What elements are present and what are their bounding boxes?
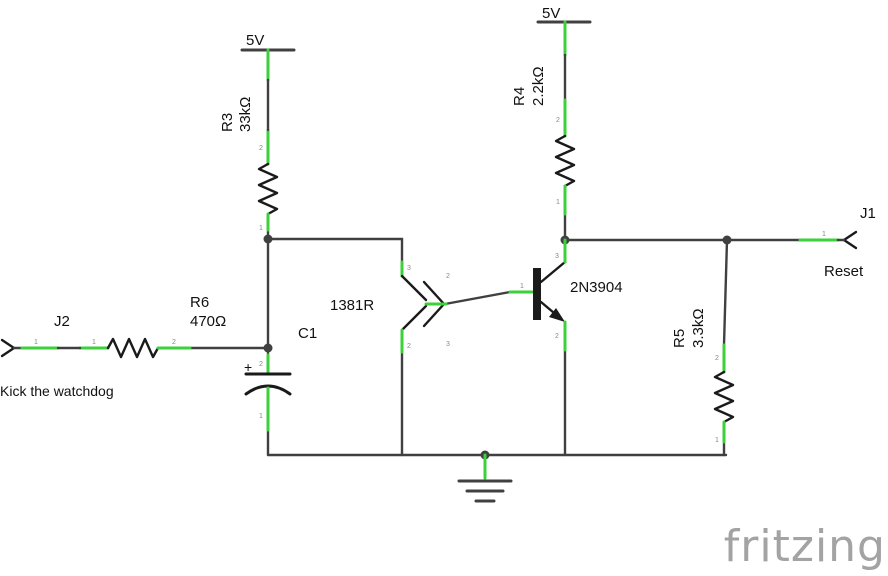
r3-zigzag [257, 162, 279, 216]
j1-desc: Reset [824, 263, 864, 280]
r6-zigzag [106, 337, 160, 359]
c1-pin-1-number: 1 [259, 413, 263, 420]
power-5v-right-label: 5V [542, 5, 560, 22]
c1-plus-sign: + [244, 359, 252, 375]
r5-value: 3.3kΩ [690, 308, 707, 348]
power-5v-right[interactable]: 5V [536, 5, 592, 24]
u-name: 1381R [330, 297, 374, 314]
connector-j2[interactable]: 1 J2 Kick the watchdog [0, 313, 114, 399]
r4-pin-2-number: 2 [556, 117, 560, 124]
q-pin-collector-number: 3 [555, 253, 559, 260]
wire-1381r-base[interactable] [443, 290, 512, 306]
r5-name: R5 [671, 329, 688, 348]
q-collector-lead [539, 260, 567, 284]
r4-pin-1-number: 1 [556, 199, 560, 206]
r5-zigzag [713, 370, 735, 424]
r5-pin-2-number: 2 [715, 355, 719, 362]
ground-symbol[interactable] [457, 453, 513, 503]
u-pin-2-number: 2 [407, 343, 411, 350]
j2-desc: Kick the watchdog [0, 383, 114, 399]
u-lead-top [400, 274, 428, 302]
r3-name: R3 [219, 113, 236, 132]
r6-pin-1-number: 1 [92, 339, 96, 346]
q-pin-base-number: 1 [520, 283, 524, 290]
r4-name: R4 [511, 87, 528, 106]
q-name: 2N3904 [570, 279, 623, 296]
capacitor-c1[interactable]: 2 1 + C1 [244, 325, 317, 432]
r6-value: 470Ω [190, 313, 226, 330]
r6-pin-2-number: 2 [172, 339, 176, 346]
u-corner-number-bottom: 3 [446, 341, 450, 348]
u-pin-3-number: 3 [407, 265, 411, 272]
j2-arrow [0, 338, 16, 358]
resistor-r5[interactable]: 2 1 R5 3.3kΩ [671, 308, 735, 444]
j1-pin-1-number: 1 [822, 231, 826, 238]
power-5v-left[interactable]: 5V [240, 32, 296, 52]
wire-r5-reset[interactable] [722, 238, 729, 347]
r4-value: 2.2kΩ [530, 66, 547, 106]
r3-pin-1-number: 1 [259, 225, 263, 232]
r6-name: R6 [190, 294, 209, 311]
wire-r6-c1[interactable] [188, 346, 270, 357]
c1-name: C1 [298, 325, 317, 342]
power-5v-left-label: 5V [246, 32, 264, 49]
transistor-2n3904[interactable]: 1 3 2 2N3904 [508, 238, 623, 352]
j1-arrow [842, 230, 858, 250]
u-corner-number-top: 2 [446, 273, 450, 280]
j2-pin-1-number: 1 [34, 339, 38, 346]
r3-pin-2-number: 2 [259, 145, 263, 152]
resistor-r3[interactable]: 2 1 R3 33kΩ [219, 48, 279, 232]
fritzing-logo: fritzing [723, 521, 886, 572]
j1-name: J1 [860, 205, 876, 222]
wire-r3-1381r[interactable] [266, 226, 404, 264]
c1-pin-2-number: 2 [259, 361, 263, 368]
wires [188, 212, 802, 480]
j2-name: J2 [54, 313, 70, 330]
r4-zigzag [554, 134, 576, 188]
connector-j1[interactable]: 1 J1 Reset [798, 205, 876, 280]
junction-reset [722, 235, 732, 245]
resistor-r4[interactable]: 2 1 R4 2.2kΩ [511, 20, 576, 216]
u-lead-bottom [400, 304, 428, 332]
r3-value: 33kΩ [237, 97, 254, 132]
junction-r3 [263, 234, 273, 244]
q-pin-emitter-number: 2 [555, 333, 559, 340]
q-base-bar [533, 268, 541, 320]
resistor-r6[interactable]: 1 2 R6 470Ω [78, 294, 226, 359]
junctions [263, 234, 732, 460]
c1-plate-negative [244, 384, 292, 396]
junction-c1 [263, 343, 273, 353]
r5-pin-1-number: 1 [715, 437, 719, 444]
ic-1381r[interactable]: 3 2 2 3 1381R [330, 260, 450, 354]
q-emitter-arrow [549, 308, 565, 322]
